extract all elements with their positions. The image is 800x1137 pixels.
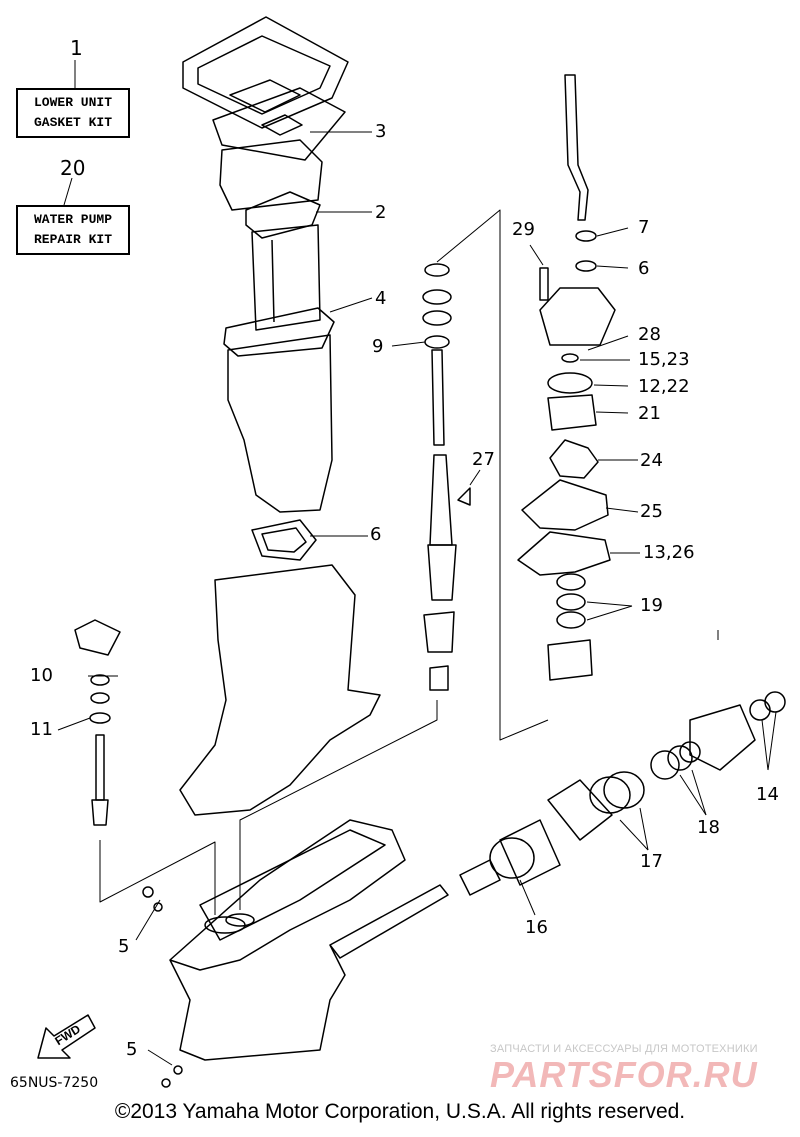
part-insert <box>547 394 597 431</box>
callout-2: 2 <box>375 202 387 223</box>
callout-10: 10 <box>30 665 53 686</box>
watermark-tagline: ЗАПЧАСТИ И АКСЕССУАРЫ ДЛЯ МОТОТЕХНИКИ <box>490 1043 758 1055</box>
callout-7: 6 <box>638 258 650 279</box>
part-bearing-housing <box>689 704 756 771</box>
part-o-ring-12 <box>547 372 593 394</box>
kit-box-line: REPAIR KIT <box>33 232 112 247</box>
kit-box-line: WATER PUMP <box>33 212 112 227</box>
part-shift-rod <box>95 734 105 801</box>
kit-number-1: 1 <box>70 36 83 60</box>
callout-29: 29 <box>512 219 535 240</box>
callout-13-26: 13,26 <box>643 542 695 563</box>
part-outer-plate <box>521 479 609 531</box>
part-upper-housing <box>227 334 333 513</box>
part-needle-bearing <box>429 665 449 691</box>
watermark-logo: PARTSFOR.RU <box>490 1054 758 1095</box>
part-gasket-3 <box>212 87 346 161</box>
callout-17: 17 <box>640 851 663 872</box>
part-pump-base <box>547 639 593 681</box>
part-propeller-shaft <box>329 884 449 959</box>
callout-4: 4 <box>375 288 387 309</box>
callout-11: 11 <box>30 719 53 740</box>
callout-12-22: 12,22 <box>638 376 690 397</box>
copyright-notice: ©2013 Yamaha Motor Corporation, U.S.A. A… <box>114 1100 686 1123</box>
part-o-ring-16 <box>489 837 535 879</box>
part-o-ring-9 <box>424 335 450 349</box>
callout-24: 24 <box>640 450 663 471</box>
part-drive-shaft <box>431 349 445 446</box>
callout-28: 28 <box>638 324 661 345</box>
part-upper-casing <box>219 139 323 211</box>
part-mid-housing <box>179 564 381 816</box>
kit-number-20: 20 <box>60 156 86 180</box>
part-pump-housing <box>539 287 616 346</box>
callout-8: 7 <box>638 217 650 238</box>
callout-27: 27 <box>472 449 495 470</box>
callout-25: 25 <box>640 501 663 522</box>
callout-5a: 5 <box>118 936 130 957</box>
callout-14: 14 <box>756 784 779 805</box>
part-gasket-13 <box>517 531 611 576</box>
document-code: 65NUS-7250 <box>10 1075 99 1091</box>
part-o-ring-11 <box>89 712 111 724</box>
callout-16: 16 <box>525 917 548 938</box>
part-gasket-6 <box>251 519 317 561</box>
callout-21: 21 <box>638 403 661 424</box>
kit-box-lower-unit-gasket: LOWER UNIT GASKET KIT <box>16 88 130 138</box>
callout-5b: 5 <box>126 1039 138 1060</box>
callout-3: 3 <box>375 121 387 142</box>
part-gear-case <box>169 819 406 971</box>
callout-15-23: 15,23 <box>638 349 690 370</box>
callout-9: 9 <box>372 336 384 357</box>
kit-box-line: LOWER UNIT <box>33 95 112 110</box>
part-impeller <box>549 439 599 479</box>
part-exhaust-tube <box>251 224 321 331</box>
kit-box-line: GASKET KIT <box>33 115 112 130</box>
part-gasket-4 <box>223 307 335 357</box>
part-water-tube <box>564 74 589 221</box>
part-sleeve <box>423 611 455 653</box>
callout-19: 19 <box>640 595 663 616</box>
part-top-gasket-plate <box>182 16 349 129</box>
callout-18: 18 <box>697 817 720 838</box>
callout-6: 6 <box>370 524 382 545</box>
fwd-arrow-icon <box>37 1014 96 1059</box>
part-bearing-17 <box>547 779 613 841</box>
kit-box-water-pump-repair: WATER PUMP REPAIR KIT <box>16 205 130 255</box>
